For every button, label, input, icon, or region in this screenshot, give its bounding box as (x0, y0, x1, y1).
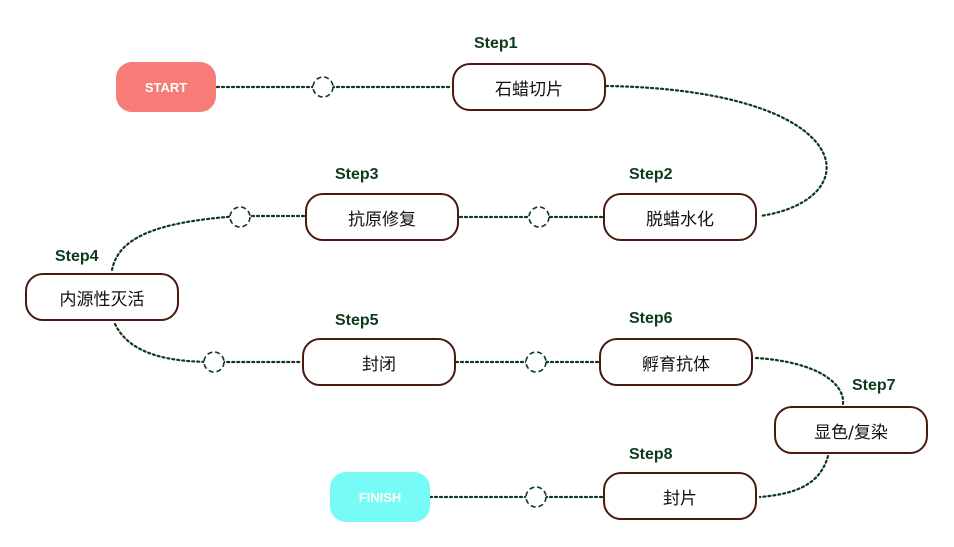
connector-node (525, 351, 547, 373)
connector-step7-step8 (758, 454, 830, 499)
step4-label: Step4 (55, 248, 99, 265)
step7-box: 显色/复染 (774, 406, 928, 454)
finish-label: FINISH (358, 489, 402, 505)
step2-label: Step2 (629, 166, 673, 183)
connector-node (203, 351, 225, 373)
step7-text: 显色/复染 (814, 422, 888, 443)
step8-box: 封片 (603, 472, 757, 520)
step3-text: 抗原修复 (348, 209, 416, 230)
step7-label: Step7 (852, 377, 896, 394)
connector-step1-step2 (604, 84, 828, 218)
step5-label: Step5 (335, 312, 379, 329)
finish-node: FINISH (330, 472, 430, 522)
connector-step6-step7 (754, 356, 845, 406)
start-label: START (144, 79, 188, 95)
connector-node (528, 206, 550, 228)
step2-box: 脱蜡水化 (603, 193, 757, 241)
step6-box: 孵育抗体 (599, 338, 753, 386)
step5-box: 封闭 (302, 338, 456, 386)
step8-text: 封片 (663, 488, 697, 509)
connector-node (312, 76, 334, 98)
step4-box: 内源性灭活 (25, 273, 179, 321)
step6-label: Step6 (629, 310, 673, 327)
step2-text: 脱蜡水化 (646, 209, 714, 230)
step1-label: Step1 (474, 35, 518, 52)
connector-node (229, 206, 251, 228)
step3-box: 抗原修复 (305, 193, 459, 241)
start-node: START (116, 62, 216, 112)
step1-box: 石蜡切片 (452, 63, 606, 111)
step6-text: 孵育抗体 (642, 354, 710, 375)
step8-label: Step8 (629, 446, 673, 463)
step1-text: 石蜡切片 (495, 79, 563, 100)
connector-node (525, 486, 547, 508)
connector-step3-step4 (110, 214, 306, 272)
step3-label: Step3 (335, 166, 379, 183)
step5-text: 封闭 (362, 354, 396, 375)
step4-text: 内源性灭活 (59, 289, 145, 310)
